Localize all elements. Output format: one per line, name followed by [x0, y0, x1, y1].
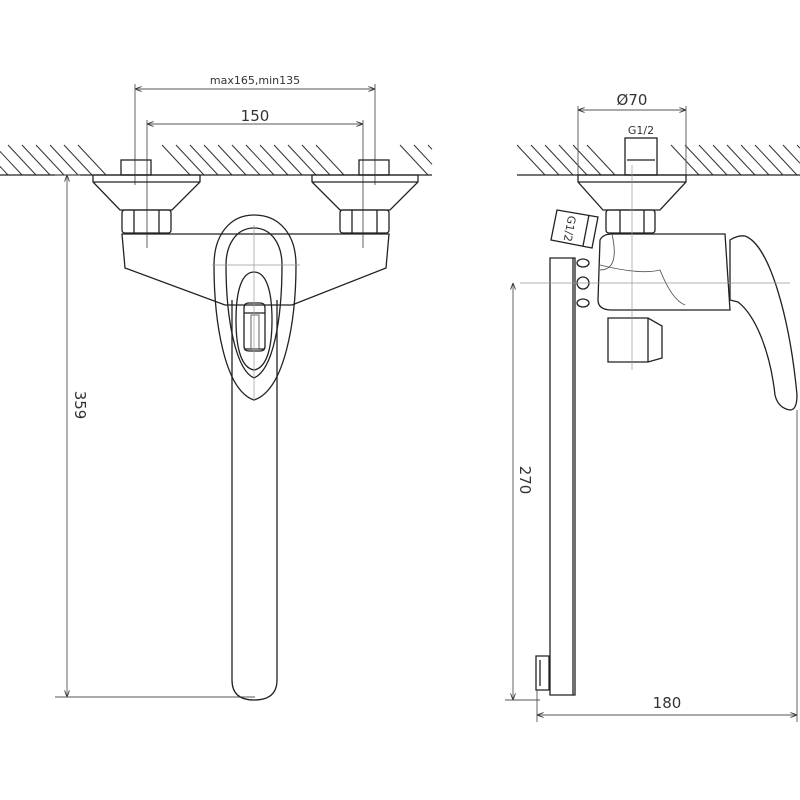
hatch-line [231, 144, 261, 176]
dim-label-70: Ø70 [617, 91, 648, 109]
hatch-line [0, 150, 23, 176]
wall-hatch-front [0, 144, 433, 176]
hatch-line [698, 144, 728, 176]
hatch-line [7, 144, 37, 176]
diverter-outlet [607, 317, 663, 363]
hatch-line [49, 144, 79, 176]
hatch-line [63, 144, 93, 176]
inlet-fitting [624, 137, 658, 176]
flange-left [92, 174, 201, 211]
dim-label-270: 270 [516, 466, 534, 495]
nut-right [339, 209, 390, 234]
hatch-line [544, 144, 574, 176]
hatch-line [754, 144, 784, 176]
hatch-line [684, 144, 714, 176]
hatch-line [768, 144, 798, 176]
aerator [535, 655, 550, 691]
hatch-line [287, 144, 317, 176]
nut-side [605, 209, 656, 234]
hatch-line [35, 144, 65, 176]
body-side [597, 233, 731, 311]
hatch-line [516, 144, 546, 176]
dim-label-inlet-thread: G1/2 [628, 124, 654, 137]
hatch-line [782, 144, 800, 164]
hatch-line [726, 144, 756, 176]
dim-label-outlet-thread: G1/2 [561, 215, 578, 243]
hatch-line [413, 144, 433, 165]
hatch-line [189, 144, 219, 176]
hatch-line [203, 144, 233, 176]
dim-label-359: 359 [71, 391, 89, 420]
hatch-line [712, 144, 742, 176]
wall-hatch-side [516, 144, 800, 176]
lever-handle [213, 214, 297, 401]
hatch-line [161, 144, 191, 176]
dim-label-150: 150 [241, 107, 270, 125]
mixer-body [121, 233, 390, 306]
hatch-line [273, 144, 303, 176]
hatch-line [530, 144, 560, 176]
flange-right [311, 174, 419, 211]
hatch-line [572, 144, 602, 176]
hatch-line [740, 144, 770, 176]
hatch-line [21, 144, 51, 176]
lever-side [729, 235, 798, 411]
hatch-line [0, 165, 9, 176]
hatch-line [586, 144, 616, 176]
dim-label-range: max165,min135 [210, 74, 300, 87]
hatch-line [301, 144, 331, 176]
dim-label-180: 180 [653, 694, 682, 712]
hatch-line [315, 144, 345, 176]
hatch-line [558, 144, 588, 176]
hatch-line [259, 144, 289, 176]
side-view: Ø70 G1/2 G1/2 270 180 [505, 91, 798, 722]
hatch-line [670, 144, 700, 176]
hatch-line [175, 144, 205, 176]
hatch-line [399, 144, 429, 176]
hatch-line [217, 144, 247, 176]
hatch-line [245, 144, 275, 176]
spout-side [549, 257, 576, 696]
hatch-line [77, 144, 107, 176]
front-view: max165,min135 150 359 [55, 74, 419, 701]
hatch-line [427, 144, 433, 150]
outlet-fitting [550, 209, 599, 249]
nut-left [121, 209, 172, 234]
spout [231, 300, 278, 701]
